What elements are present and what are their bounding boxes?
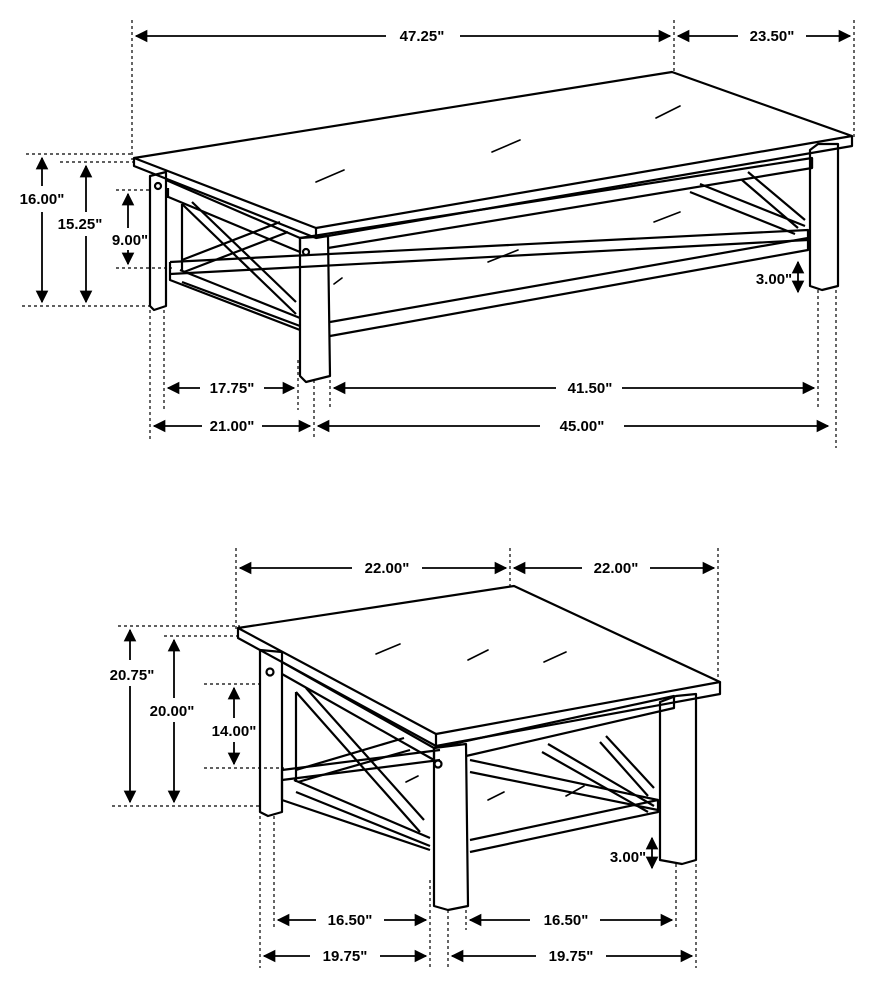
dim-inner-left: 16.50"	[328, 912, 373, 929]
dim-outer-right: 19.75"	[549, 948, 594, 965]
end-table-illustration	[236, 584, 722, 912]
dim-clearance-height: 9.00"	[112, 232, 148, 249]
dim-frame-height: 15.25"	[58, 216, 103, 233]
dim-depth: 23.50"	[750, 28, 795, 45]
dim-top-right: 22.00"	[594, 560, 639, 577]
dim-shelf-height: 3.00"	[756, 271, 792, 288]
coffee-table-illustration	[132, 70, 854, 384]
dim-inner-front: 41.50"	[568, 380, 613, 397]
dim-shelf-height-end: 3.00"	[610, 849, 646, 866]
dim-inner-right: 16.50"	[544, 912, 589, 929]
dim-outer-side: 21.00"	[210, 418, 255, 435]
dim-overall-height: 16.00"	[20, 191, 65, 208]
dim-top-left: 22.00"	[365, 560, 410, 577]
coffee-table-dimensions: 47.25" 23.50" 16.00" 15.25" 9.00" 3.00" …	[20, 20, 855, 448]
dim-clearance-height-end: 14.00"	[212, 723, 257, 740]
end-table-dimensions: 22.00" 22.00" 20.75" 20.00" 14.00" 3.00"…	[110, 548, 719, 968]
dim-outer-front: 45.00"	[560, 418, 605, 435]
dim-inner-side: 17.75"	[210, 380, 255, 397]
dim-overall-height-end: 20.75"	[110, 667, 155, 684]
dim-outer-left: 19.75"	[323, 948, 368, 965]
dim-total-length: 47.25"	[400, 28, 445, 45]
dim-frame-height-end: 20.00"	[150, 703, 195, 720]
